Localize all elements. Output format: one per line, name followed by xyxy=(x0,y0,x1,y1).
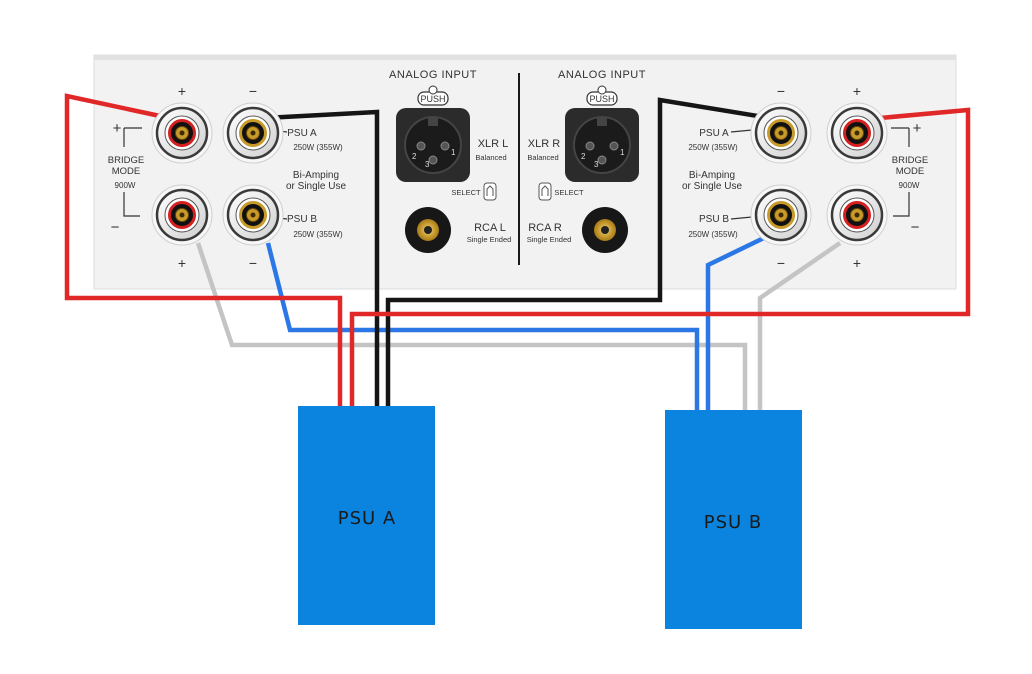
wire-blue-right xyxy=(705,233,769,410)
select-label-left: SELECT xyxy=(451,188,481,197)
bridge-minus-right: − xyxy=(911,219,920,236)
svg-text:1: 1 xyxy=(451,148,456,157)
terminal-right-bottom-minus[interactable] xyxy=(750,184,812,246)
wire-red-right xyxy=(349,107,971,410)
terminal-minus-bottom-right: − xyxy=(777,255,785,271)
terminal-right-top-plus[interactable] xyxy=(826,102,888,164)
wire-black-right xyxy=(385,97,771,410)
xlr-sub-right: Balanced xyxy=(527,153,558,162)
bridge-plus-left: + xyxy=(113,120,122,137)
xlr-sub-left: Balanced xyxy=(475,153,506,162)
terminal-plus-top-left: + xyxy=(178,83,186,99)
bridge-power-right: 900W xyxy=(899,181,920,190)
analog-input-label-right: ANALOG INPUT xyxy=(558,69,646,81)
terminal-left-top-plus[interactable] xyxy=(151,102,213,164)
svg-text:PUSH: PUSH xyxy=(589,94,614,104)
rca-jack-right[interactable] xyxy=(582,207,628,253)
biamp-label-right-1: Bi-Amping xyxy=(689,170,735,181)
rca-sub-left: Single Ended xyxy=(467,235,512,244)
rca-label-left: RCA L xyxy=(474,222,506,234)
biamp-label-right-2: or Single Use xyxy=(682,181,742,192)
wire-blue-left xyxy=(265,242,700,410)
psu-a-box[interactable]: PSU A xyxy=(298,406,435,625)
rca-label-right: RCA R xyxy=(528,222,562,234)
psu-a-power-right: 250W (355W) xyxy=(688,143,738,152)
bridge-mode-right-1: BRIDGE xyxy=(892,155,928,166)
bridge-power-left: 900W xyxy=(115,181,136,190)
terminal-minus-top-right: − xyxy=(777,83,785,99)
bridge-minus-left: − xyxy=(111,219,120,236)
svg-text:2: 2 xyxy=(412,152,417,161)
psu-a-title: PSU A xyxy=(338,508,397,529)
psu-b-label-left: PSU B xyxy=(287,214,317,225)
bridge-mode-left-1: BRIDGE xyxy=(108,155,144,166)
terminal-right-bottom-plus[interactable] xyxy=(826,184,888,246)
svg-text:3: 3 xyxy=(594,160,599,169)
xlr-label-left: XLR L xyxy=(478,138,509,150)
select-switch-right[interactable] xyxy=(538,182,552,201)
svg-text:2: 2 xyxy=(581,152,586,161)
psu-a-label-left: PSU A xyxy=(287,128,317,139)
psu-b-label-right: PSU B xyxy=(699,214,729,225)
select-switch-left[interactable] xyxy=(483,182,497,201)
xlr-connector-left[interactable]: 2 1 3 xyxy=(396,108,470,182)
wire-gray-left xyxy=(195,242,748,410)
psu-a-power-left: 250W (355W) xyxy=(293,143,343,152)
select-label-right: SELECT xyxy=(554,188,584,197)
svg-text:1: 1 xyxy=(620,148,625,157)
terminal-right-top-minus[interactable] xyxy=(750,102,812,164)
terminal-plus-bottom-left: + xyxy=(178,255,186,271)
rca-sub-right: Single Ended xyxy=(527,235,572,244)
right-channel: ANALOG INPUT PUSH 2 1 3 XLR R Balanced S… xyxy=(527,69,929,271)
wire-black-left xyxy=(264,109,380,410)
left-channel: ANALOG INPUT PUSH 2 1 3 XLR L Balanced S… xyxy=(108,69,512,271)
psu-b-box[interactable]: PSU B xyxy=(665,410,802,629)
push-latch-left[interactable]: PUSH xyxy=(417,85,449,106)
terminal-plus-bottom-right: + xyxy=(853,255,861,271)
svg-text:3: 3 xyxy=(425,160,430,169)
wires xyxy=(64,93,971,410)
psu-b-title: PSU B xyxy=(704,512,763,533)
terminal-minus-bottom-left: − xyxy=(249,255,257,271)
wire-red-left xyxy=(64,93,343,410)
bridge-mode-left-2: MODE xyxy=(112,166,141,177)
amplifier-back-panel xyxy=(93,54,957,290)
speaker-terminals xyxy=(151,102,888,246)
xlr-connector-right[interactable]: 2 1 3 xyxy=(565,108,639,182)
bridge-mode-right-2: MODE xyxy=(896,166,925,177)
rca-jack-left[interactable] xyxy=(405,207,451,253)
terminal-left-top-minus[interactable] xyxy=(222,102,284,164)
push-latch-right[interactable]: PUSH xyxy=(586,85,618,106)
terminal-plus-top-right: + xyxy=(853,83,861,99)
terminal-left-bottom-plus[interactable] xyxy=(151,184,213,246)
terminal-left-bottom-minus[interactable] xyxy=(222,184,284,246)
analog-input-label-left: ANALOG INPUT xyxy=(389,69,477,81)
psu-a-label-right: PSU A xyxy=(699,128,729,139)
wire-gray-right xyxy=(757,241,842,410)
svg-text:PUSH: PUSH xyxy=(420,94,445,104)
xlr-label-right: XLR R xyxy=(528,138,560,150)
biamp-label-left-2: or Single Use xyxy=(286,181,346,192)
psu-b-power-left: 250W (355W) xyxy=(293,230,343,239)
psu-b-power-right: 250W (355W) xyxy=(688,230,738,239)
biamp-label-left-1: Bi-Amping xyxy=(293,170,339,181)
terminal-minus-top-left: − xyxy=(249,83,257,99)
bridge-plus-right: + xyxy=(913,120,922,137)
